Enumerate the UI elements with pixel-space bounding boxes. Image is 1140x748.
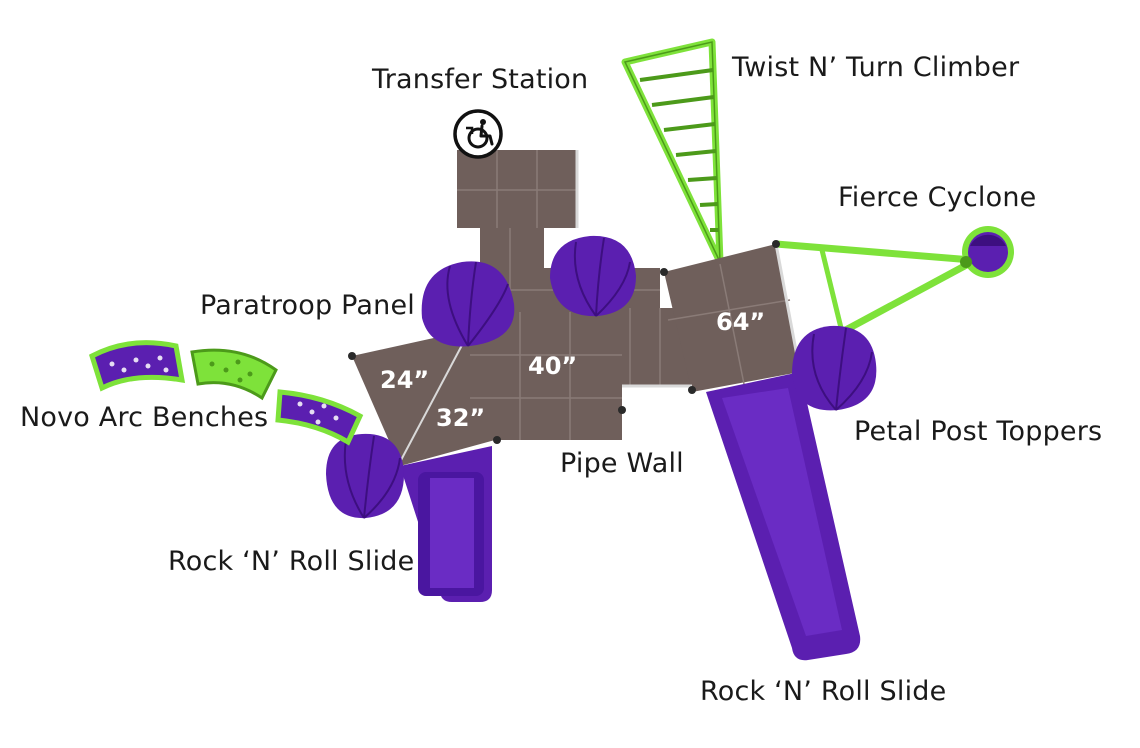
deck-height-40: 40” (528, 352, 578, 380)
deck-height-24: 24” (380, 366, 430, 394)
slide-left-shape (400, 446, 492, 602)
petal-post-toppers (326, 235, 877, 519)
twist-climber-label: Twist N’ Turn Climber (732, 52, 1020, 83)
transfer-station-label: Transfer Station (372, 64, 589, 95)
petal-post-toppers-label: Petal Post Toppers (854, 416, 1103, 447)
twist-climber (621, 38, 724, 266)
slide-right-label: Rock ‘N’ Roll Slide (700, 676, 947, 707)
fierce-cyclone-label: Fierce Cyclone (838, 182, 1037, 213)
novo-arc-benches-label: Novo Arc Benches (20, 402, 269, 433)
deck-height-64: 64” (716, 308, 766, 336)
pipe-wall-label: Pipe Wall (560, 448, 684, 479)
paratroop-panel-label: Paratroop Panel (200, 290, 415, 321)
slide-left-label: Rock ‘N’ Roll Slide (168, 546, 415, 577)
fierce-cyclone (775, 226, 1014, 336)
slide-right-shape (706, 372, 861, 661)
novo-arc-benches (88, 340, 364, 446)
wheelchair-transfer-icon (453, 109, 503, 159)
deck-height-32: 32” (436, 404, 486, 432)
